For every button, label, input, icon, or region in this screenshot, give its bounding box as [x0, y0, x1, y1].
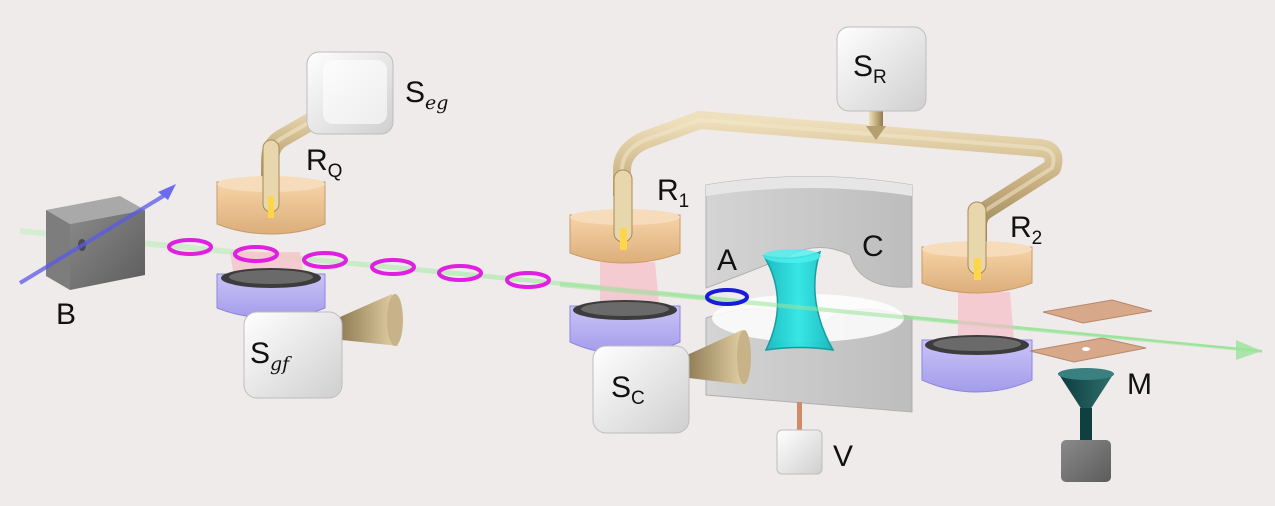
atomic-beam-front — [560, 282, 1262, 353]
label-c: C — [862, 230, 884, 263]
label-s-r: SR — [853, 50, 887, 88]
source-box-s-r — [836, 26, 927, 112]
horn-s-gf — [340, 294, 403, 346]
atom-rings — [167, 238, 551, 289]
label-s-gf: Sgf — [250, 337, 290, 375]
oven-box — [18, 184, 176, 290]
label-b: B — [56, 298, 77, 331]
label-r-2: R2 — [1010, 211, 1043, 249]
label-v: V — [833, 440, 854, 473]
source-box-s-c — [592, 345, 690, 434]
detector-m — [1058, 368, 1114, 482]
source-box-s-gf — [243, 311, 343, 399]
label-r-1: R1 — [657, 174, 690, 212]
label-m: M — [1127, 368, 1152, 401]
label-r-q: RQ — [306, 144, 343, 182]
source-box-s-eg — [306, 51, 394, 135]
label-s-eg: Seg — [405, 76, 449, 114]
label-a: A — [717, 244, 738, 277]
cavity-mode — [762, 249, 835, 351]
horn-s-c — [687, 330, 751, 385]
piezo-v — [776, 402, 823, 475]
detector-plates — [1029, 299, 1153, 363]
probe-atom-ring — [705, 288, 749, 306]
label-s-c: SC — [611, 371, 645, 409]
ramsey-zone-r2 — [921, 201, 1033, 393]
ramsey-zone-r1 — [569, 169, 681, 355]
